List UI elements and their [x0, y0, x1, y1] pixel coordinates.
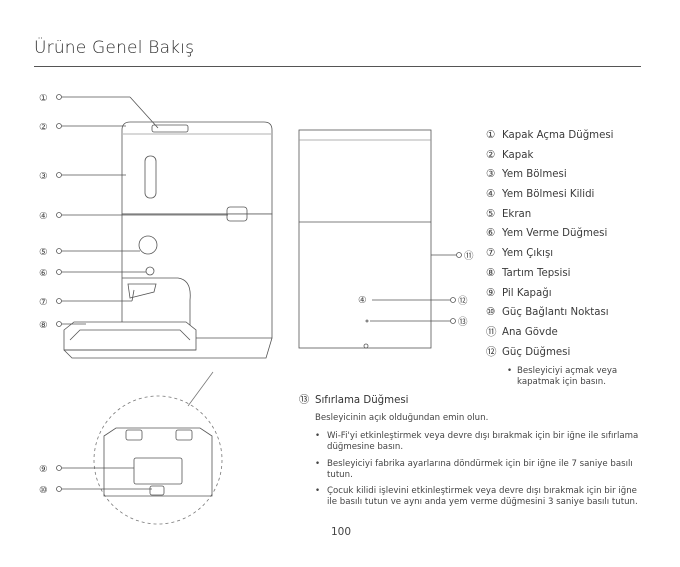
part-label: Kapak Açma Düğmesi — [502, 130, 614, 141]
outlet-chute-shape — [127, 283, 157, 299]
part-label: Yem Bölmesi Kilidi — [502, 189, 595, 201]
callout-8: ⑧ — [39, 320, 48, 331]
reset-heading: ⑬ Sıfırlama Düğmesi — [299, 391, 408, 406]
bullet-dot: • — [507, 366, 513, 376]
part-label: Yem Verme Düğmesi — [502, 228, 608, 240]
callout-11: ⑪ — [464, 251, 474, 262]
part-label: Pil Kapağı — [502, 287, 552, 299]
reset-bullet: •Besleyiciyi fabrika ayarlarına döndürme… — [315, 458, 633, 480]
page-title: Ürüne Genel Bakış — [34, 38, 195, 58]
side-body — [298, 129, 432, 349]
callout-1: ① — [39, 93, 48, 104]
callout-13: ⑬ — [458, 317, 468, 328]
part-label: Kapak — [502, 149, 534, 161]
title-divider — [34, 66, 641, 67]
feeder-hopper — [121, 121, 273, 215]
callout-10: ⑩ — [39, 485, 48, 496]
page-number: 100 — [331, 526, 352, 538]
power-port-shape — [149, 485, 165, 496]
power-button-note: • Besleyiciyi açmak veya kapatmak için b… — [507, 366, 637, 388]
lid-open-button-shape — [151, 124, 189, 133]
part-label: Ana Gövde — [502, 326, 558, 338]
outlet-cutout — [122, 277, 191, 339]
side-power-button-shape — [363, 343, 369, 349]
zoom-circle — [93, 395, 223, 525]
battery-cover-shape — [133, 457, 183, 485]
reset-number: ⑬ — [299, 395, 310, 406]
callout-6: ⑥ — [39, 268, 48, 279]
callout-4: ④ — [39, 211, 48, 222]
power-note-text: Besleyiciyi açmak veya kapatmak için bas… — [517, 366, 618, 387]
callout-7: ⑦ — [39, 297, 48, 308]
callout-12: ⑫ — [458, 296, 468, 307]
part-label: Yem Çıkışı — [502, 248, 554, 260]
hopper-lock-shape — [226, 206, 248, 222]
callout-9: ⑨ — [39, 464, 48, 475]
callout-3: ③ — [39, 171, 48, 182]
part-label: Ekran — [502, 208, 532, 220]
weighing-tray-shape — [63, 321, 197, 351]
callout-2: ② — [39, 122, 48, 133]
reset-bullets: •Wi-Fi'yi etkinleştirmek veya devre dışı… — [315, 431, 645, 514]
side-callout-4: ④ — [358, 295, 367, 306]
reset-bullet: •Wi-Fi'yi etkinleştirmek veya devre dışı… — [315, 431, 639, 452]
part-label: Güç Bağlantı Noktası — [502, 307, 609, 319]
feeder-base — [121, 213, 273, 339]
callout-5: ⑤ — [39, 247, 48, 258]
reset-intro: Besleyicinin açık olduğundan emin olun. — [315, 413, 489, 423]
display-shape — [138, 235, 158, 255]
part-label: Yem Bölmesi — [502, 169, 567, 181]
part-label: Güç Düğmesi — [502, 346, 571, 358]
reset-label: Sıfırlama Düğmesi — [315, 395, 409, 406]
side-reset-hole — [365, 319, 369, 323]
reset-bullet: •Çocuk kilidi işlevini etkinleştirmek ve… — [315, 486, 638, 507]
feed-button-shape — [145, 266, 155, 276]
food-window — [144, 155, 157, 199]
part-label: Tartım Tepsisi — [502, 267, 571, 279]
underside-outline — [103, 427, 213, 497]
